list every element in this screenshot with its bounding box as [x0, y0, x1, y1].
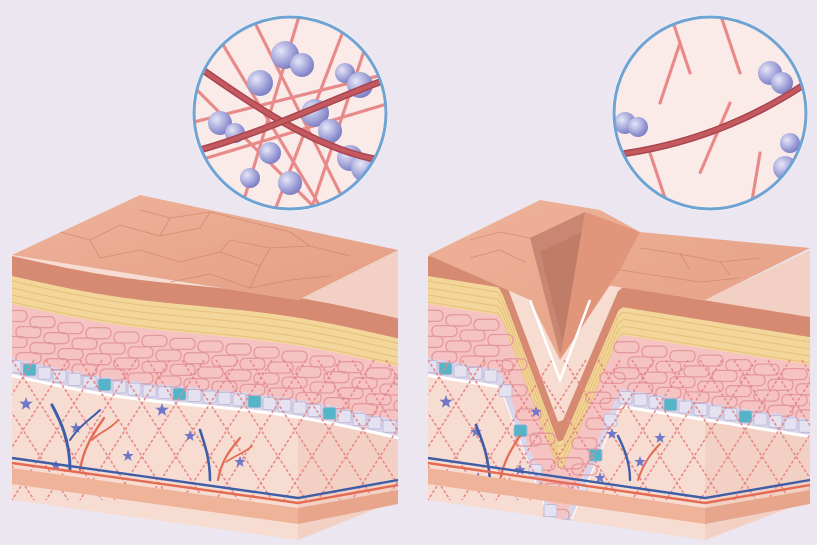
basal-cell [724, 408, 737, 420]
basal-cell [98, 379, 111, 391]
hyaluronic-sphere [247, 70, 273, 96]
basal-cell [383, 420, 396, 432]
basal-cell [754, 413, 767, 425]
hyaluronic-sphere [240, 168, 260, 188]
basal-cell [38, 367, 51, 379]
basal-cell [559, 519, 572, 531]
basal-cell [559, 519, 572, 531]
hyaluronic-sphere [259, 142, 281, 164]
epidermal-cell [810, 373, 817, 384]
hyaluronic-sphere [278, 171, 302, 195]
basal-cell [68, 373, 81, 385]
basal-cell [398, 424, 411, 436]
basal-cell [514, 425, 527, 437]
basal-cell [664, 399, 677, 411]
youthful-magnified-view [190, 13, 390, 223]
epidermal-cell [810, 399, 817, 410]
basal-cell [484, 370, 497, 382]
basal-cell [323, 407, 336, 419]
basal-cell [634, 394, 647, 406]
hyaluronic-sphere [290, 53, 314, 77]
basal-cell [799, 420, 812, 432]
basal-cell [188, 390, 201, 402]
basal-cell [679, 401, 692, 413]
basal-cell [218, 392, 231, 404]
basal-cell [128, 383, 141, 395]
epidermal-cell [810, 373, 817, 384]
basal-cell [263, 398, 276, 410]
basal-cell [248, 396, 261, 408]
basal-cell [53, 370, 66, 382]
basal-cell [368, 417, 381, 429]
basal-cell [158, 387, 171, 399]
basal-cell [203, 391, 216, 403]
hyaluronic-sphere [628, 117, 648, 137]
aged-magnified-view [612, 13, 808, 213]
epidermal-cell [810, 399, 817, 410]
basal-cell [544, 505, 557, 517]
basal-cell [278, 400, 291, 412]
basal-cell [398, 424, 411, 436]
basal-cell [619, 392, 632, 404]
basal-cell [454, 365, 467, 377]
